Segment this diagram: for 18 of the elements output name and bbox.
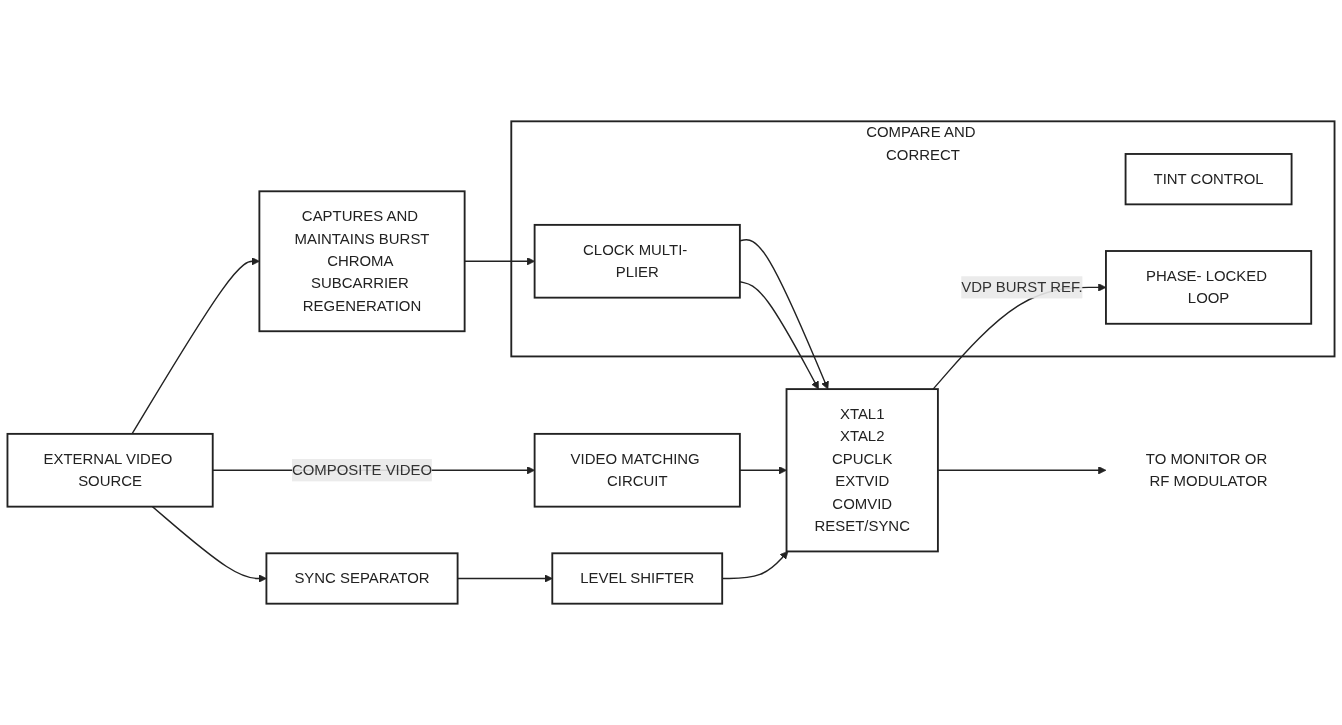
node-box: XTAL1 XTAL2 CPUCLK EXTVID COMVID RESET/SYNC <box>785 388 939 553</box>
node-box: SYNC SEPARATOR <box>265 552 459 605</box>
node-box: TINT CONTROL <box>1124 153 1293 206</box>
node-box: LEVEL SHIFTER <box>551 552 724 605</box>
arrow <box>937 466 1107 475</box>
node-text: TO MONITOR OR RF MODULATOR <box>1145 450 1268 489</box>
arrow <box>131 257 260 435</box>
arrow <box>739 238 829 390</box>
arrow <box>151 505 267 583</box>
edge-label: VDP BURST REF. <box>961 279 1083 295</box>
node-box: VIDEO MATCHING CIRCUIT <box>533 432 741 508</box>
node-box: PHASE- LOCKED LOOP <box>1105 250 1313 325</box>
arrow <box>739 466 787 475</box>
node-box: CLOCK MULTI- PLIER <box>533 223 741 299</box>
arrow <box>739 281 819 390</box>
edge-label: COMPOSITE VIDEO <box>291 461 433 478</box>
node-box: CAPTURES AND MAINTAINS BURST CHROMA SUBCARRIER REGENERATION <box>258 190 466 333</box>
node-box: EXTERNAL VIDEO SOURCE <box>6 432 214 508</box>
